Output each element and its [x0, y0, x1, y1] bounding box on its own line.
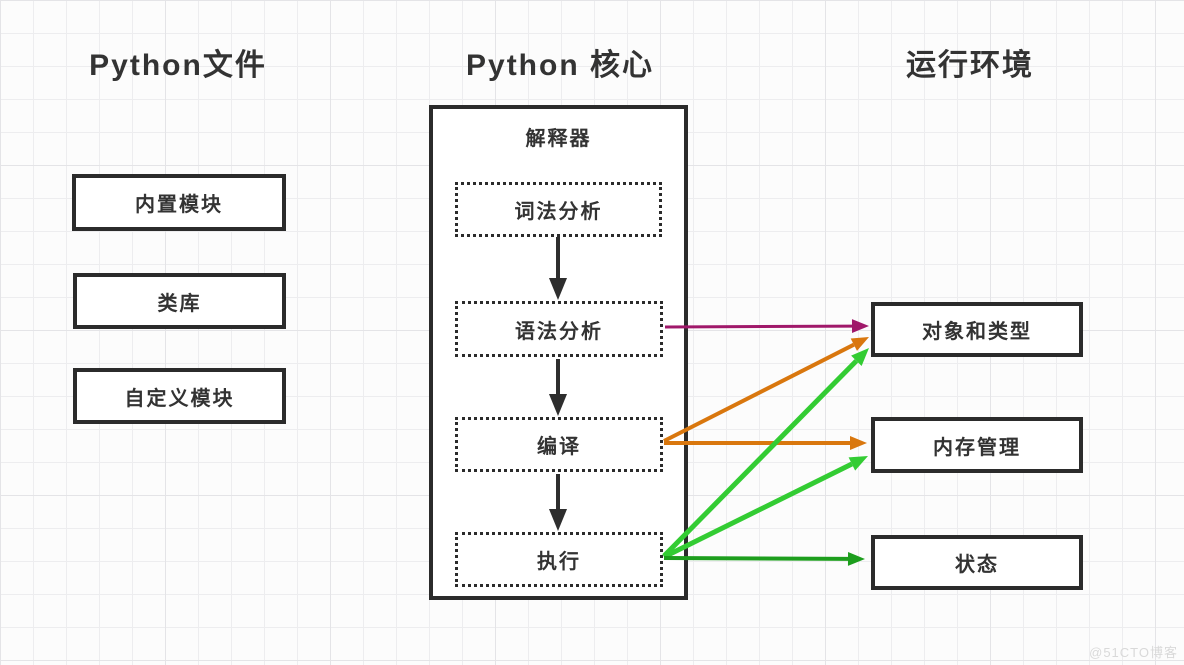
watermark: @51CTO博客	[1089, 645, 1178, 660]
box-class-library-label: 类库	[157, 292, 202, 315]
connection-arrowhead	[851, 348, 869, 367]
step-execute: 执行	[455, 532, 663, 587]
connection-line	[663, 556, 849, 561]
box-builtin-modules-label: 内置模块	[135, 194, 223, 216]
connection-arrowhead	[847, 551, 865, 566]
box-state-label: 状态	[955, 554, 999, 576]
step-compile: 编译	[455, 417, 663, 472]
box-class-library: 类库	[73, 273, 286, 329]
connection-line	[664, 324, 853, 329]
interpreter-label: 解释器	[525, 128, 592, 150]
column-title-python-files: Python文件	[89, 49, 267, 82]
box-builtin-modules: 内置模块	[72, 174, 286, 231]
connection-line	[663, 342, 855, 443]
step-syntax-analysis: 语法分析	[455, 301, 663, 357]
column-title-runtime-env: 运行环境	[906, 49, 1034, 82]
step-syntax-analysis-label: 语法分析	[515, 320, 603, 343]
column-title-python-core: Python 核心	[466, 49, 654, 82]
connection-arrowhead	[850, 337, 869, 351]
box-custom-modules-label: 自定义模块	[124, 387, 235, 410]
step-lexical-analysis: 词法分析	[455, 182, 662, 237]
box-custom-modules: 自定义模块	[73, 368, 286, 424]
step-compile-label: 编译	[537, 436, 581, 458]
step-execute-label: 执行	[537, 551, 581, 573]
connection-arrowhead	[851, 319, 869, 334]
box-objects-and-types: 对象和类型	[871, 302, 1083, 357]
box-memory-management: 内存管理	[871, 417, 1083, 473]
connection-line	[662, 461, 853, 560]
connection-line	[662, 359, 859, 558]
box-state: 状态	[871, 535, 1083, 590]
box-objects-and-types-label: 对象和类型	[922, 321, 1032, 343]
box-memory-management-label: 内存管理	[933, 436, 1021, 459]
connection-arrowhead	[848, 456, 868, 471]
step-lexical-analysis-label: 词法分析	[514, 201, 603, 223]
connection-arrowhead	[850, 436, 867, 450]
